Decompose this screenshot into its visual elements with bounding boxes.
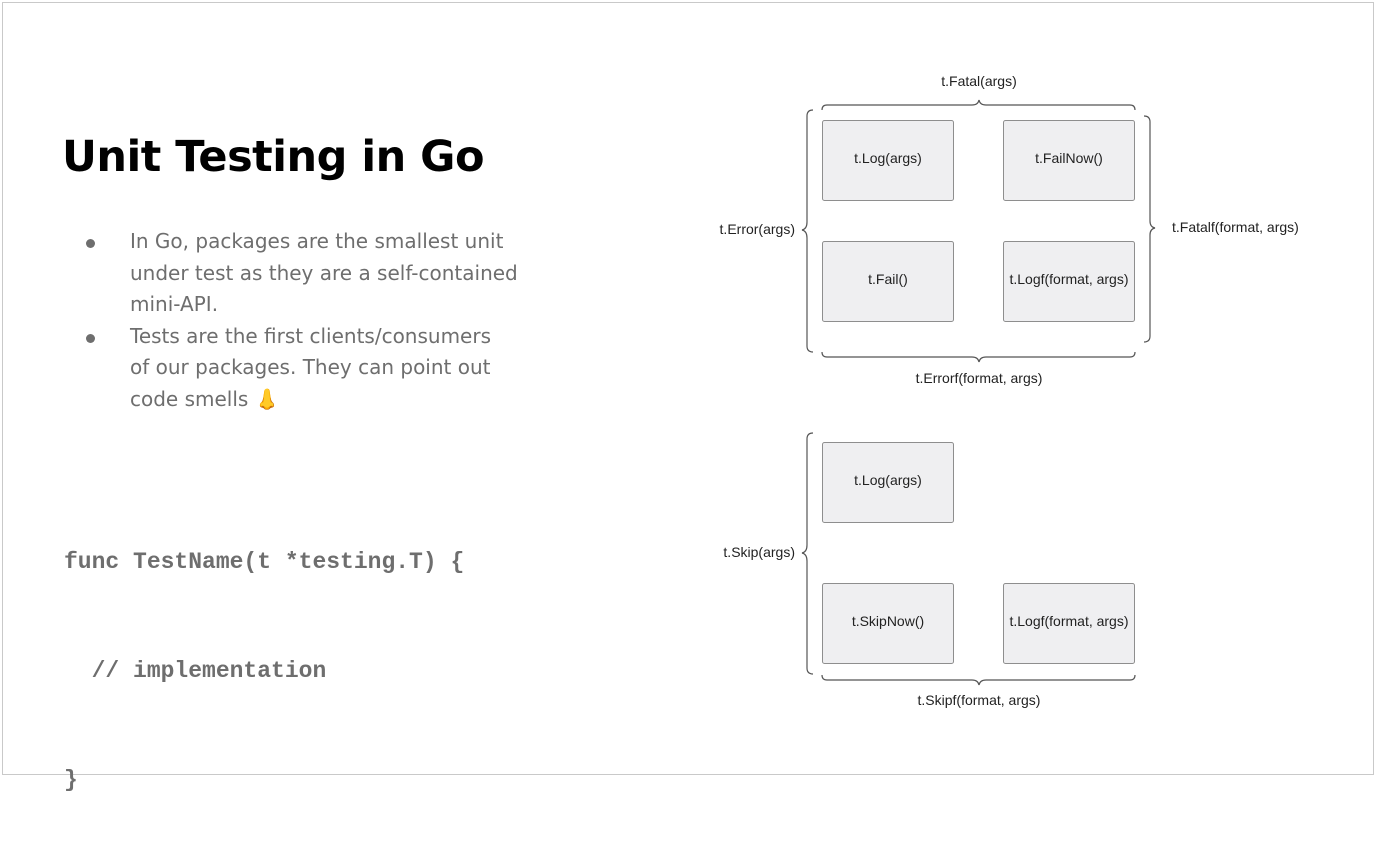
slide [2,2,1374,775]
code-line: func TestName(t *testing.T) { [64,549,465,575]
bullet-line: code smells 👃 [130,386,280,411]
bullet-line: of our packages. They can point out [130,355,491,379]
brace-label: t.Errorf(format, args) [916,370,1043,386]
brace-label: t.Skipf(format, args) [918,692,1041,708]
method-box [1003,120,1135,201]
brace-top [821,99,1136,111]
testing-methods-diagram: t.Log(args) t.FailNow() t.Fail() t.Logf(… [720,73,1299,708]
code-block: func TestName(t *testing.T) { // impleme… [64,490,464,843]
brace-label: t.Error(args) [720,221,795,237]
bullet-line: mini-API. [130,292,219,316]
bullet-item: Tests are the first clients/consumers of… [78,321,518,416]
method-box [822,583,954,664]
box-label: t.Log(args) [854,472,922,488]
brace-bottom [821,351,1136,363]
bullet-dot-icon [86,239,95,248]
box-label: t.Logf(format, args) [1009,271,1128,287]
brace-right [1143,115,1156,343]
bullet-list: In Go, packages are the smallest unit un… [78,226,518,415]
bullet-line: under test as they are a self-contained [130,260,518,285]
box-label: t.FailNow() [1035,150,1103,166]
method-box [822,442,954,523]
method-box [822,241,954,322]
brace-left [801,432,814,675]
brace-label: t.Fatal(args) [941,73,1016,89]
box-label: t.Logf(format, args) [1009,613,1128,629]
brace-label: t.Fatalf(format, args) [1172,219,1299,235]
box-label: t.SkipNow() [852,613,924,629]
method-box [1003,241,1135,322]
method-box [822,120,954,201]
brace-label: t.Skip(args) [723,544,795,560]
method-box [1003,583,1135,664]
code-line: // implementation [64,658,327,684]
box-label: t.Log(args) [854,150,922,166]
brace-bottom [821,674,1136,686]
box-label: t.Fail() [868,271,908,287]
bullet-line: In Go, packages are the smallest unit [130,229,504,253]
bullet-dot-icon [86,333,95,343]
bullet-line: Tests are the first clients/consumers [130,323,492,348]
bullet-item: In Go, packages are the smallest unit un… [78,226,518,321]
slide-title: Unit Testing in Go [62,132,485,182]
brace-left [801,109,814,353]
